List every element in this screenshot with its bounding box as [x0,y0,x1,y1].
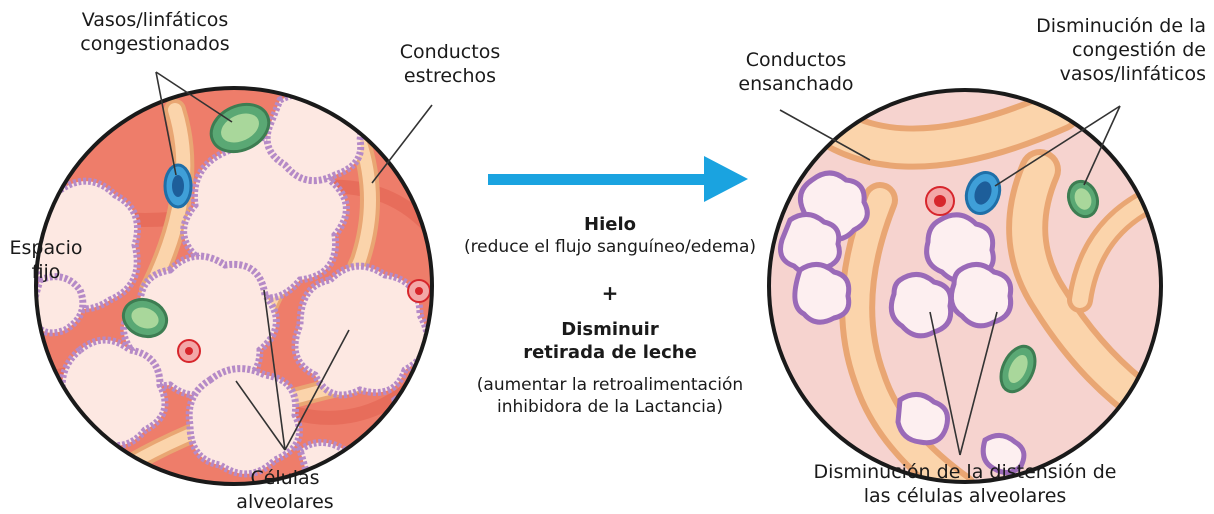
fixed-space-label: Espacio fijo [9,237,83,283]
decrease-withdrawal-description: (aumentar la retroalimentación inhibidor… [476,375,744,417]
reduced-vessels [925,171,1100,394]
congested-vessels-label: Vasos/linfáticos congestionados [80,9,230,55]
widened-ducts-label: Conductos ensanchado [738,49,854,95]
treated-tissue-circle [767,88,1163,484]
plus-sign: + [601,281,619,305]
treatment-arrow [488,156,748,202]
alveolar-cells-label: Células alveolares [236,467,334,513]
engorged-tissue-circle [34,86,434,486]
reduced-distension-label: Disminución de la distensión de las célu… [813,461,1117,507]
congested-vessels [121,102,431,363]
narrow-ducts-label: Conductos estrechos [399,41,501,87]
ice-description: (reduce el flujo sanguíneo/edema) [463,237,757,257]
reduced-congestion-label: Disminución de la congestión de vasos/li… [1036,15,1206,85]
decrease-withdrawal-title: Disminuir retirada de leche [523,319,697,363]
alveolar-cells-reduced [778,170,1027,475]
leader-lines [155,71,1121,456]
ice-title: Hielo [584,214,636,235]
